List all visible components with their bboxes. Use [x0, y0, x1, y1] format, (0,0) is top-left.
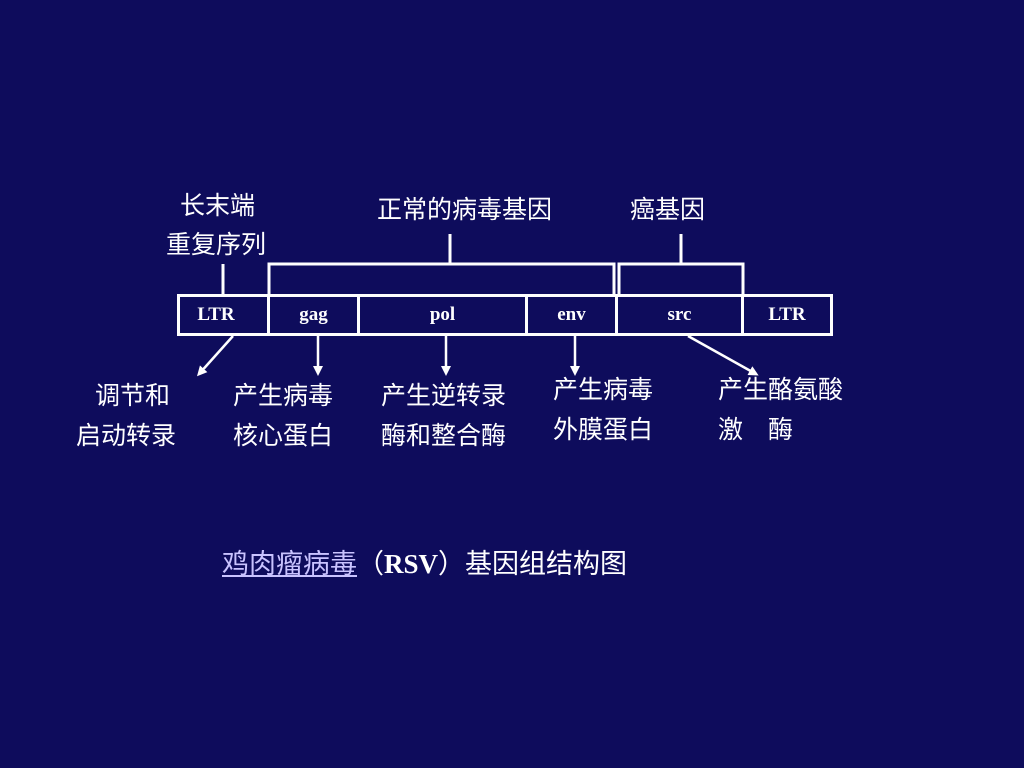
oncogene-bracket [617, 262, 745, 294]
oncogene-text: 癌基因 [630, 195, 706, 224]
oncogene-label: 癌基因 [630, 192, 705, 228]
env-function-label: 产生病毒 外膜蛋白 [553, 372, 653, 448]
src-function-label: 产生酪氨酸 激 酶 [718, 372, 843, 448]
pol-function-line-1: 产生逆转录 [381, 381, 507, 410]
segment-src: src [667, 304, 692, 325]
ltr-top-label-2: 重复序列 [166, 227, 266, 263]
env-function-line-2: 外膜蛋白 [553, 415, 654, 444]
src-function-line-2: 激 酶 [718, 415, 794, 444]
segment-divider [615, 294, 618, 336]
segment-divider [267, 294, 270, 336]
segment-env: env [557, 304, 586, 325]
segment-pol: pol [429, 304, 456, 325]
ltr-function-label: 调节和 [95, 378, 170, 414]
caption-abbrev: RSV [384, 549, 439, 579]
env-function-line-1: 产生病毒 [553, 375, 654, 404]
ltr-top-label-line-2: 重复序列 [166, 230, 267, 259]
segment-ltr-right: LTR [768, 304, 806, 325]
gag-function-line-2: 核心蛋白 [233, 421, 334, 450]
gag-function-line-1: 产生病毒 [233, 381, 334, 410]
caption-close-rest: ）基因组结构图 [438, 549, 628, 580]
ltr-function-label-2: 启动转录 [76, 418, 176, 454]
gag-function-label: 产生病毒 核心蛋白 [233, 378, 333, 454]
src-function-line-1: 产生酪氨酸 [718, 375, 844, 404]
normal-genes-text: 正常的病毒基因 [377, 195, 553, 224]
segment-divider [525, 294, 528, 336]
segment-divider [357, 294, 360, 336]
caption-open-paren: （ [357, 549, 384, 580]
ltr-top-label: 长末端 [180, 188, 255, 224]
segment-divider [741, 294, 744, 336]
ltr-function-line-1: 调节和 [95, 381, 171, 410]
normal-genes-bracket [267, 262, 616, 294]
pol-function-label: 产生逆转录 酶和整合酶 [381, 378, 506, 454]
src-arrow [687, 334, 759, 376]
ltr-top-label-line-1: 长末端 [180, 191, 256, 220]
segment-gag: gag [299, 304, 328, 325]
caption-rest: （RSV）基因组结构图 [357, 549, 627, 580]
figure-caption: 鸡肉瘤病毒（RSV）基因组结构图 [222, 544, 627, 585]
genome-bar [177, 294, 833, 336]
segment-ltr-left: LTR [197, 304, 235, 325]
ltr-function-line-2: 启动转录 [76, 421, 177, 450]
ltr-arrow [196, 335, 234, 377]
normal-genes-label: 正常的病毒基因 [377, 192, 552, 228]
pol-function-line-2: 酶和整合酶 [381, 421, 507, 450]
caption-link-rsv[interactable]: 鸡肉瘤病毒 [222, 549, 357, 580]
